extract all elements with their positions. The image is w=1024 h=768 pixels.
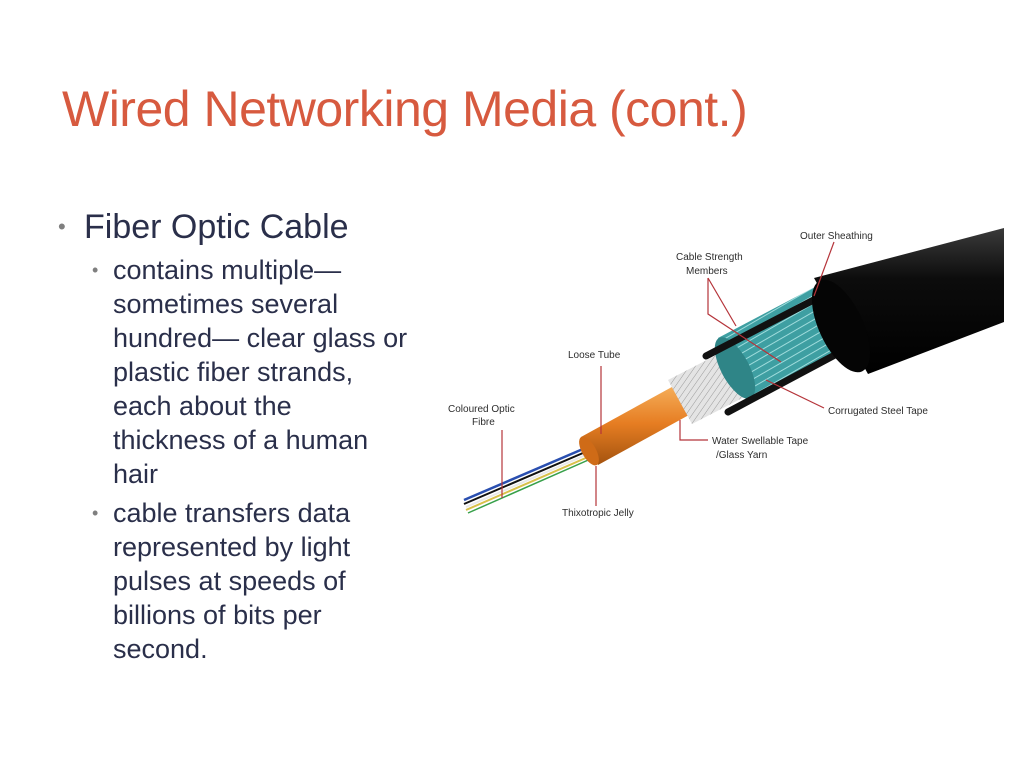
label-coloured-optic: Coloured Optic (448, 404, 515, 415)
label-outer-sheathing: Outer Sheathing (800, 231, 873, 242)
bullet-marker: • (92, 503, 99, 523)
label-corrugated-steel: Corrugated Steel Tape (828, 406, 928, 417)
sub-bullet-item: • contains multiple— sometimes several h… (92, 253, 448, 491)
bullet-text: Fiber Optic Cable (84, 208, 349, 246)
bullet-marker: • (58, 214, 66, 239)
label-water-swellable: Water Swellable Tape (712, 436, 809, 447)
sub-bullet-item: • cable transfers data represented by li… (92, 496, 448, 666)
fiber-optic-cable-diagram: Outer Sheathing Cable Strength Members L… (436, 222, 1004, 584)
label-glass-yarn: /Glass Yarn (716, 450, 767, 461)
diagram-labels: Outer Sheathing Cable Strength Members L… (448, 231, 928, 519)
cable-illustration: Outer Sheathing Cable Strength Members L… (448, 228, 1004, 519)
sub-bullet-text: cable transfers data represented by ligh… (113, 498, 351, 664)
bullet-item: • Fiber Optic Cable (58, 206, 448, 248)
loose-tube (581, 382, 698, 465)
label-coloured-optic-2: Fibre (472, 417, 495, 428)
bullet-marker: • (92, 260, 99, 280)
label-loose-tube: Loose Tube (568, 350, 621, 361)
leader-lines (501, 241, 835, 506)
label-cable-strength-2: Members (686, 266, 728, 277)
label-thixotropic: Thixotropic Jelly (562, 508, 634, 519)
sub-bullet-text: contains multiple— sometimes several hun… (113, 255, 408, 489)
label-cable-strength: Cable Strength (676, 252, 743, 263)
bullet-list: • Fiber Optic Cable • contains multiple—… (58, 206, 448, 666)
slide-title: Wired Networking Media (cont.) (62, 81, 748, 137)
